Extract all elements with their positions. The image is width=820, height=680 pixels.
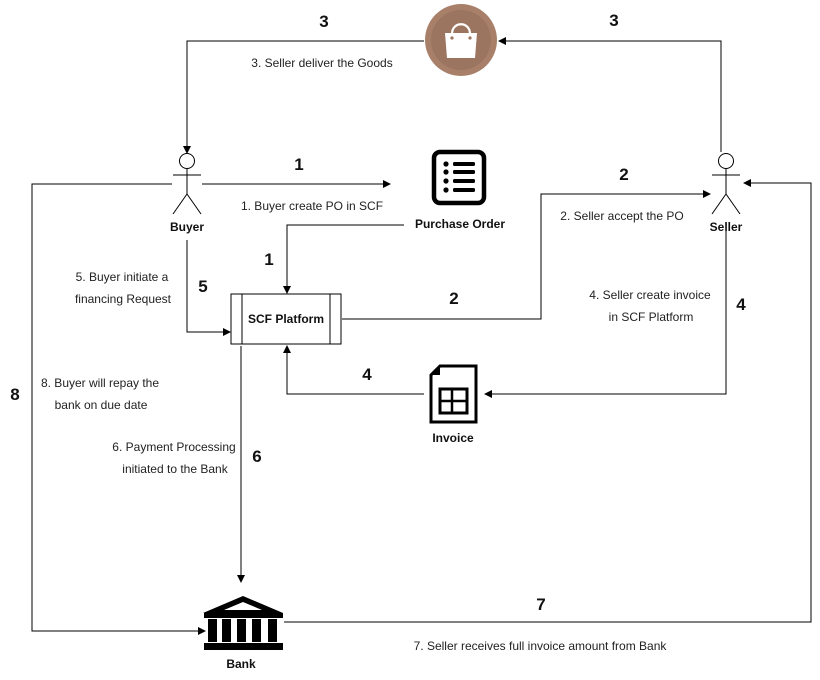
step-number: 1 — [294, 155, 303, 174]
edge-goods-to-buyer — [183, 40, 424, 154]
edge-seller-to-invoice — [484, 228, 727, 398]
step-number: 5 — [198, 277, 207, 296]
edge-label: 8. Buyer will repay the — [41, 376, 159, 390]
goods-node — [425, 4, 497, 76]
scf-platform-label: SCF Platform — [248, 312, 324, 326]
step-number: 4 — [362, 365, 372, 384]
edge-label: bank on due date — [55, 398, 148, 412]
edge-label: 6. Payment Processing — [112, 440, 235, 454]
bank-node: Bank — [203, 596, 283, 671]
step-number: 6 — [252, 447, 261, 466]
buyer-actor: Buyer — [170, 153, 204, 234]
edge-po-to-scf — [283, 224, 404, 294]
buyer-label: Buyer — [170, 220, 204, 234]
seller-actor: Seller — [710, 153, 743, 234]
invoice-node: Invoice — [429, 364, 478, 445]
edge-scf-to-seller — [342, 190, 711, 320]
edge-label: initiated to the Bank — [122, 462, 228, 476]
actor-icon — [711, 153, 741, 215]
edge-invoice-to-scf — [283, 345, 424, 395]
document-table-icon — [429, 364, 478, 424]
step-number: 2 — [449, 289, 458, 308]
edge-seller-to-goods — [498, 37, 722, 152]
scf-platform-node: SCF Platform — [230, 293, 342, 345]
purchase-order-node: Purchase Order — [415, 149, 505, 231]
step-number: 3 — [609, 11, 618, 30]
edge-label: 7. Seller receives full invoice amount f… — [414, 639, 668, 653]
edge-label: 3. Seller deliver the Goods — [251, 56, 392, 70]
purchase-order-label: Purchase Order — [415, 217, 505, 231]
edge-label: 4. Seller create invoice — [589, 288, 711, 302]
step-number: 3 — [319, 12, 328, 31]
step-number: 2 — [619, 165, 628, 184]
actor-icon — [172, 153, 202, 215]
step-number: 4 — [736, 295, 746, 314]
step-number: 1 — [264, 250, 273, 269]
step-number: 7 — [536, 595, 545, 614]
shopping-bag-icon — [445, 23, 477, 58]
edge-label: 5. Buyer initiate a — [76, 270, 169, 284]
list-icon — [431, 149, 487, 206]
edge-label: 2. Seller accept the PO — [560, 209, 683, 223]
invoice-label: Invoice — [432, 431, 474, 445]
edge-buyer-to-scf — [186, 240, 231, 336]
edge-label: 1. Buyer create PO in SCF — [241, 199, 383, 213]
bank-label: Bank — [226, 657, 256, 671]
seller-label: Seller — [710, 220, 743, 234]
bank-icon — [203, 596, 283, 650]
edge-bank-to-seller — [284, 179, 812, 623]
step-number: 8 — [10, 385, 19, 404]
edge-label: financing Request — [75, 292, 172, 306]
edge-label: in SCF Platform — [609, 310, 694, 324]
edge-buyer-to-bank — [31, 183, 206, 635]
